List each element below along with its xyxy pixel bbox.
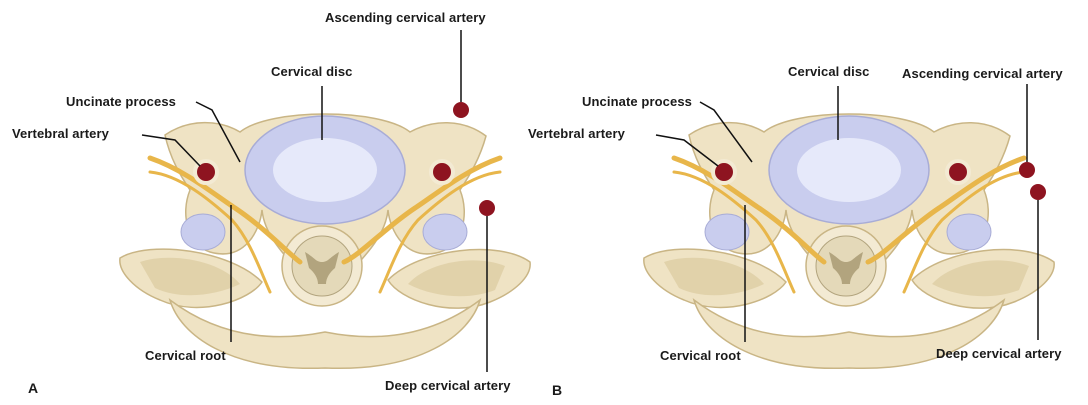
right-foramen-disc [947, 214, 991, 250]
label-cervical-root: Cervical root [145, 348, 226, 363]
panel-b: Ascending cervical artery Cervical disc … [544, 0, 1088, 405]
left-foramen-disc [181, 214, 225, 250]
left-foramen-disc [705, 214, 749, 250]
vertebra-illustration-b [544, 0, 1088, 405]
right-vertebral-artery [947, 161, 969, 183]
right-foramen-disc [423, 214, 467, 250]
right-vertebral-artery [431, 161, 453, 183]
label-deep-cervical-artery: Deep cervical artery [385, 378, 511, 393]
label-uncinate-process: Uncinate process [66, 94, 176, 109]
vertebra-illustration-a [0, 0, 544, 405]
cervical-disc-inner [797, 138, 901, 202]
label-vertebral-artery: Vertebral artery [12, 126, 109, 141]
label-cervical-disc: Cervical disc [788, 64, 870, 79]
deep-cervical-artery-dot [479, 200, 495, 216]
label-vertebral-artery: Vertebral artery [528, 126, 625, 141]
ascending-cervical-artery-dot [453, 102, 469, 118]
cervical-disc-inner [273, 138, 377, 202]
panel-letter-a: A [28, 380, 38, 396]
label-uncinate-process: Uncinate process [582, 94, 692, 109]
ascending-cervical-artery-dot [1019, 162, 1035, 178]
label-deep-cervical-artery: Deep cervical artery [936, 346, 1062, 361]
label-cervical-disc: Cervical disc [271, 64, 353, 79]
panel-letter-b: B [552, 382, 562, 398]
label-ascending-cervical-artery: Ascending cervical artery [325, 10, 486, 25]
label-ascending-cervical-artery: Ascending cervical artery [902, 66, 1063, 81]
panel-a: Ascending cervical artery Cervical disc … [0, 0, 544, 405]
deep-cervical-artery-dot [1030, 184, 1046, 200]
label-cervical-root: Cervical root [660, 348, 741, 363]
